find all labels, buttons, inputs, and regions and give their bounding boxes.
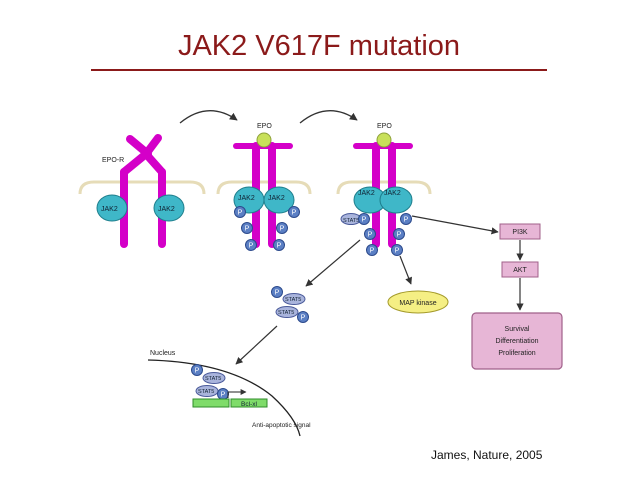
outcome-proliferation: Proliferation <box>498 350 535 357</box>
outcomes-box <box>471 312 563 370</box>
epo-ligand-3 <box>376 132 392 148</box>
phosphate-label: P <box>404 217 409 224</box>
stat5-label-membrane: STAT5 <box>343 218 359 224</box>
stat5-label-d: STAT5 <box>198 389 214 395</box>
pi3k-label: PI3K <box>512 229 528 236</box>
pi3k-box <box>499 223 541 240</box>
phosphate-label: P <box>368 232 373 239</box>
stage-arrow-2 <box>299 110 358 124</box>
jak2-label-2: JAK2 <box>158 206 175 213</box>
akt-box <box>501 261 539 278</box>
arrow-to-pi3k <box>411 215 499 235</box>
epo-r-label: EPO-R <box>102 157 124 164</box>
stat5-label-b: STAT5 <box>278 310 294 316</box>
bcl-xl-label: Bcl-xl <box>241 401 257 408</box>
jak2-label-3: JAK2 <box>238 195 255 202</box>
slide-title: JAK2 V617F mutation <box>177 30 461 62</box>
epo-label-3: EPO <box>377 123 392 130</box>
map-kinase-label: MAP kinase <box>399 300 436 307</box>
phosphate-label: P <box>370 248 375 255</box>
title-underline <box>91 69 547 71</box>
map-kinase-node <box>387 290 449 314</box>
phosphate-label: P <box>397 232 402 239</box>
jak2-label-6: JAK2 <box>384 190 401 197</box>
nuclear-membrane <box>147 359 301 437</box>
phosphate-label: P <box>245 226 250 233</box>
receptor-stage-2: EPO JAK2 JAK2 P P P P P P <box>216 123 312 251</box>
phosphate-label: P <box>362 217 367 224</box>
outcome-differentiation: Differentiation <box>495 338 538 345</box>
stat5-label-c: STAT5 <box>205 376 221 382</box>
phosphate-label: P <box>395 248 400 255</box>
arrow-to-mapk <box>399 255 412 285</box>
phosphate-label: P <box>292 210 297 217</box>
stat5-dimer: P STAT5 STAT5 P <box>271 286 309 323</box>
nucleus-label: Nucleus <box>150 350 176 357</box>
phosphate-label: P <box>238 210 243 217</box>
jak2-label-5: JAK2 <box>358 190 375 197</box>
citation: James, Nature, 2005 <box>431 448 543 462</box>
phosphate-label: P <box>275 290 280 297</box>
jak2-right-shape <box>153 194 185 222</box>
akt-label: AKT <box>513 267 527 274</box>
stage-arrow-1 <box>179 110 238 124</box>
phosphate-label: P <box>249 243 254 250</box>
phosphate-label: P <box>221 392 226 399</box>
phosphate-label: P <box>277 243 282 250</box>
receptor-stage-1: EPO-R JAK2 JAK2 <box>78 134 206 248</box>
bcl-xl-gene <box>230 398 268 408</box>
nuclear-stat5-dimer: P STAT5 STAT5 P <box>191 364 229 400</box>
jak2-left-shape <box>96 194 128 222</box>
epo-label-2: EPO <box>257 123 272 130</box>
arrow-to-nucleus <box>235 325 278 365</box>
phosphate-label: P <box>195 368 200 375</box>
phosphate-label: P <box>280 226 285 233</box>
arrow-to-stat5 <box>305 239 361 287</box>
jak2-label-1: JAK2 <box>101 206 118 213</box>
receptor-stage-3: EPO JAK2 JAK2 STAT5 P P P P P P <box>336 123 432 256</box>
epo-ligand-2 <box>256 132 272 148</box>
promoter-segment <box>192 398 230 408</box>
outcome-survival: Survival <box>505 326 530 333</box>
jak2-label-4: JAK2 <box>268 195 285 202</box>
stat5-label-a: STAT5 <box>285 297 301 303</box>
anti-apoptotic-label: Anti-apoptotic signal <box>252 422 311 429</box>
phosphate-label: P <box>301 315 306 322</box>
